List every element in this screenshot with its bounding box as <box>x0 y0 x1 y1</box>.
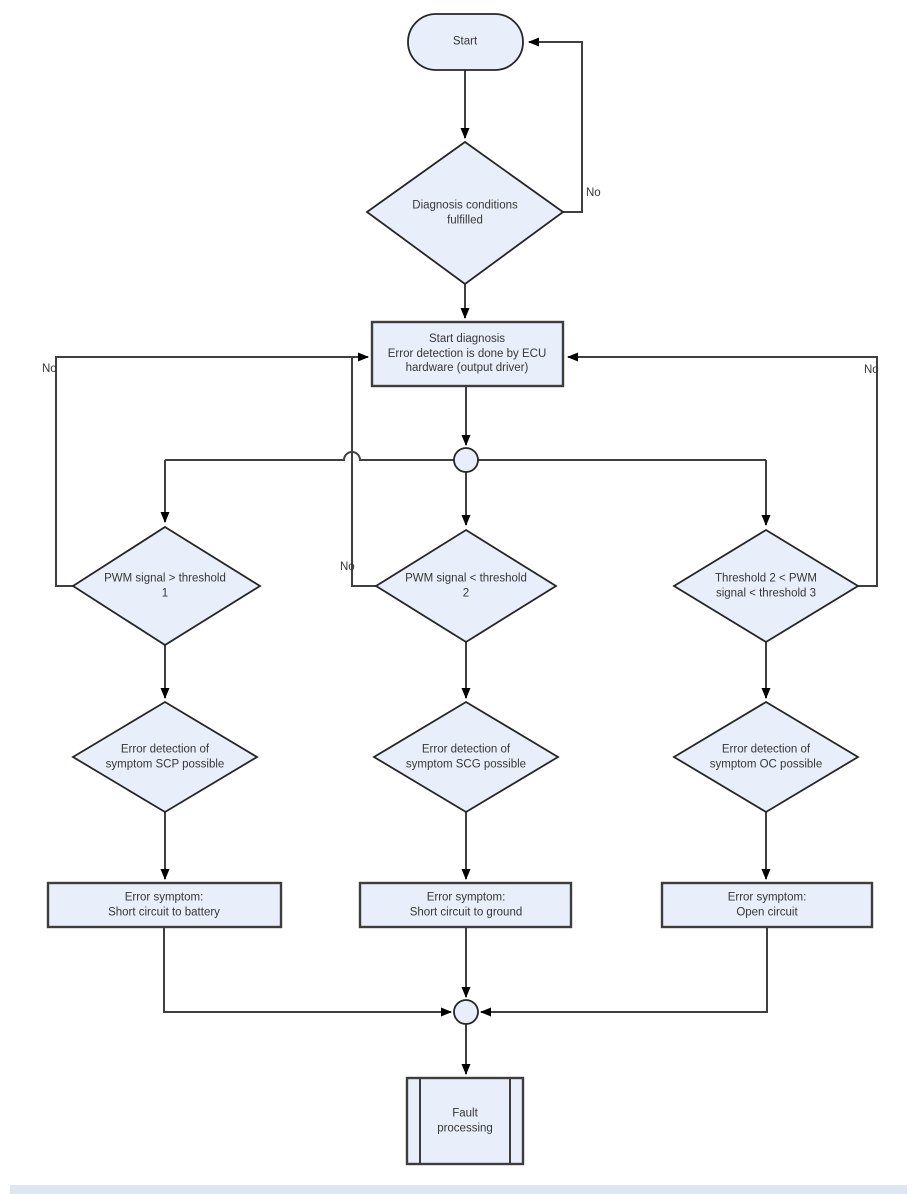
node-scg-possible-decision <box>372 700 560 814</box>
node-branch-connector-circle <box>453 447 479 473</box>
node-scp-possible-decision <box>71 700 259 814</box>
edge-label-no-middle: No <box>340 561 355 573</box>
label-scp-possible: Error detection of symptom SCP possible <box>105 743 225 770</box>
edge-connector-branch-left <box>165 451 454 461</box>
label-start: Start <box>452 35 478 48</box>
label-pwm-lt-threshold2: PWM signal < threshold 2 <box>405 572 527 599</box>
label-fault-processing: Fault processing <box>437 1107 493 1134</box>
node-merge-connector-circle <box>453 999 479 1025</box>
label-symptom-ground: Error symptom: Short circuit to ground <box>409 891 523 918</box>
edge-battery-to-merge <box>163 927 452 1017</box>
label-threshold2-pwm-threshold3: Threshold 2 < PWM signal < threshold 3 <box>715 572 817 599</box>
node-fault-processing-predefined <box>405 1076 525 1166</box>
node-pwm-lt-threshold2-decision <box>374 528 558 644</box>
node-oc-possible-decision <box>672 700 860 814</box>
node-diagnosis-conditions-decision <box>365 140 565 286</box>
label-symptom-open: Error symptom: Open circuit <box>727 891 807 918</box>
node-symptom-ground-process <box>358 881 573 929</box>
edge-open-to-merge <box>480 927 768 1017</box>
edge-label-no-left: No <box>42 363 57 375</box>
page-bottom-bar <box>10 1185 907 1194</box>
label-symptom-battery: Error symptom: Short circuit to battery <box>108 891 220 918</box>
node-threshold2-pwm-threshold3-decision <box>672 528 860 644</box>
label-start-diagnosis: Start diagnosis Error detection is done … <box>387 332 547 375</box>
label-pwm-gt-threshold1: PWM signal > threshold 1 <box>104 572 226 599</box>
label-oc-possible: Error detection of symptom OC possible <box>709 743 823 770</box>
edge-label-no-right: No <box>864 364 879 376</box>
label-diagnosis-conditions: Diagnosis conditions fulfilled <box>412 199 518 226</box>
edge-label-no-top: No <box>586 187 601 199</box>
node-start-terminator <box>407 13 524 71</box>
edge-no-left-loop <box>55 352 369 587</box>
node-pwm-gt-threshold1-decision <box>71 525 262 647</box>
edge-no-right-loop <box>567 352 878 587</box>
node-start-diagnosis-process <box>370 320 565 388</box>
edge-no-conditions-loop <box>528 37 583 213</box>
node-symptom-battery-process <box>46 881 283 929</box>
label-scg-possible: Error detection of symptom SCG possible <box>405 743 527 770</box>
edge-no-middle-loop <box>351 358 376 587</box>
node-symptom-open-process <box>660 881 874 929</box>
